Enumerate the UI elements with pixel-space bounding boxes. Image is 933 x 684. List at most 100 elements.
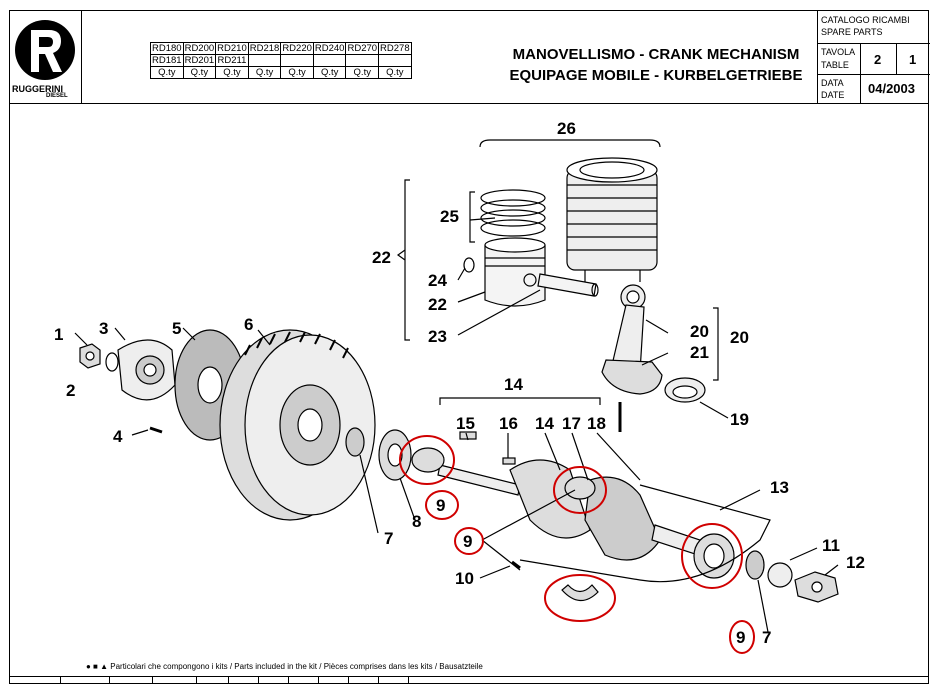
footer-divider [9, 676, 929, 677]
footer-tick [318, 676, 319, 684]
piston-part [484, 237, 546, 307]
date-value: 04/2003 [868, 81, 915, 96]
catalog-info-box: CATALOGO RICAMBI SPARE PARTS TAVOLA TABL… [817, 10, 930, 103]
callout-14-bracket: 14 [504, 375, 523, 394]
header-divider [9, 103, 929, 104]
ruggerini-logo-icon [15, 20, 75, 80]
big-end-bearing-part [664, 377, 706, 403]
callout-labels: 1 2 3 4 5 6 7 8 9 9 9 10 11 12 13 14 14 … [54, 119, 865, 647]
qty-cell: Q.ty [312, 66, 347, 79]
tavola-row: TAVOLA TABLE 2 1 [818, 44, 930, 75]
callout-8: 8 [412, 512, 421, 531]
key-part [149, 426, 163, 434]
callout-22-bracket: 22 [372, 248, 391, 267]
models-row-qty: Q.ty Q.ty Q.ty Q.ty Q.ty Q.ty Q.ty Q.ty [150, 66, 412, 79]
footer-tick [378, 676, 379, 684]
highlight-bearing-front [399, 435, 455, 485]
models-row-2: RD181 RD201 RD211 [150, 54, 412, 67]
highlight-bearing-rear [681, 523, 743, 589]
main-bearing-rear-part [693, 533, 735, 579]
bracket-22 [396, 179, 410, 341]
thrust-ring-part [745, 550, 765, 580]
highlight-label-9c [729, 620, 755, 654]
highlight-bearing-shell [544, 574, 616, 622]
washer-part [105, 352, 119, 372]
washer-11-part [767, 562, 793, 588]
models-table: RD180 RD200 RD210 RD218 RD220 RD240 RD27… [150, 42, 412, 79]
oil-pipe-part [519, 484, 771, 583]
callout-9-rear: 9 [736, 628, 745, 647]
bolt-12-part [794, 571, 839, 603]
qty-cell: Q.ty [247, 66, 282, 79]
footer-tick [228, 676, 229, 684]
catalog-label-1: CATALOGO RICAMBI [821, 15, 910, 25]
callout-11: 11 [822, 536, 840, 555]
callout-21: 21 [690, 343, 709, 362]
footer-tick [348, 676, 349, 684]
footer-tick [109, 676, 110, 684]
piston-pin-part [537, 273, 599, 297]
connecting-rod-part [601, 284, 663, 432]
callout-25: 25 [440, 207, 459, 226]
bearing-shell-part [561, 584, 599, 602]
callout-6: 6 [244, 315, 253, 334]
parts-drawing [74, 139, 839, 633]
callout-16: 16 [499, 414, 518, 433]
kit-footnote: ● ■ ▲ Particolari che compongono i kits … [86, 662, 483, 671]
callout-7-left: 7 [384, 529, 393, 548]
callout-26: 26 [557, 119, 576, 138]
footer-tick [408, 676, 409, 684]
callout-22: 22 [428, 295, 447, 314]
tavola-label-1: TAVOLA [821, 47, 856, 57]
bracket-20 [713, 307, 719, 381]
table-number-1: 2 [874, 52, 882, 67]
footer-tick [152, 676, 153, 684]
circlip-part [463, 257, 475, 273]
qty-cell: Q.ty [345, 66, 380, 79]
main-bearing-front-part [411, 447, 445, 473]
callout-24: 24 [428, 271, 447, 290]
table-number-2: 1 [909, 52, 917, 67]
callout-20-bracket: 20 [730, 328, 749, 347]
flywheel-part [219, 329, 376, 521]
timing-gear-part [378, 429, 412, 481]
catalog-row: CATALOGO RICAMBI SPARE PARTS [818, 10, 930, 44]
tavola-label-2: TABLE [821, 60, 849, 70]
callout-20: 20 [690, 322, 709, 341]
title-line-2: EQUIPAGE MOBILE - KURBELGETRIEBE [509, 67, 803, 84]
date-label-1: DATA [821, 78, 844, 88]
callout-10: 10 [455, 569, 474, 588]
footer-tick [60, 676, 61, 684]
qty-cell: Q.ty [280, 66, 314, 79]
main-bearing-center-part [564, 476, 596, 500]
bracket-14 [439, 397, 601, 405]
callout-7-right: 7 [762, 628, 771, 647]
callout-4: 4 [113, 427, 123, 446]
logo-subtext: DIESEL [46, 93, 68, 99]
callout-9-mid: 9 [463, 532, 472, 551]
footer-tick [288, 676, 289, 684]
qty-cell: Q.ty [378, 66, 412, 79]
callout-15: 15 [456, 414, 475, 433]
nut-part [79, 343, 101, 369]
bracket-25 [469, 191, 475, 243]
highlight-bearing-center [553, 466, 607, 514]
hub-part [117, 339, 176, 401]
highlight-label-9a [425, 490, 459, 520]
callout-9-front: 9 [436, 496, 445, 515]
page-title: MANOVELLISMO - CRANK MECHANISM EQUIPAGE … [497, 44, 815, 86]
date-row: DATA DATE 04/2003 [818, 75, 930, 103]
title-line-1: MANOVELLISMO - CRANK MECHANISM [512, 46, 800, 63]
callout-5: 5 [172, 319, 181, 338]
bracket-26 [479, 139, 661, 148]
key-16-part [502, 457, 516, 465]
seal-ring-part [345, 427, 365, 457]
footer-tick [196, 676, 197, 684]
callout-23: 23 [428, 327, 447, 346]
date-label-2: DATE [821, 90, 845, 100]
callout-14: 14 [535, 414, 554, 433]
callout-18: 18 [587, 414, 606, 433]
logo-wordmark: RUGGERINI [12, 84, 64, 94]
cylinder-part [566, 157, 658, 282]
